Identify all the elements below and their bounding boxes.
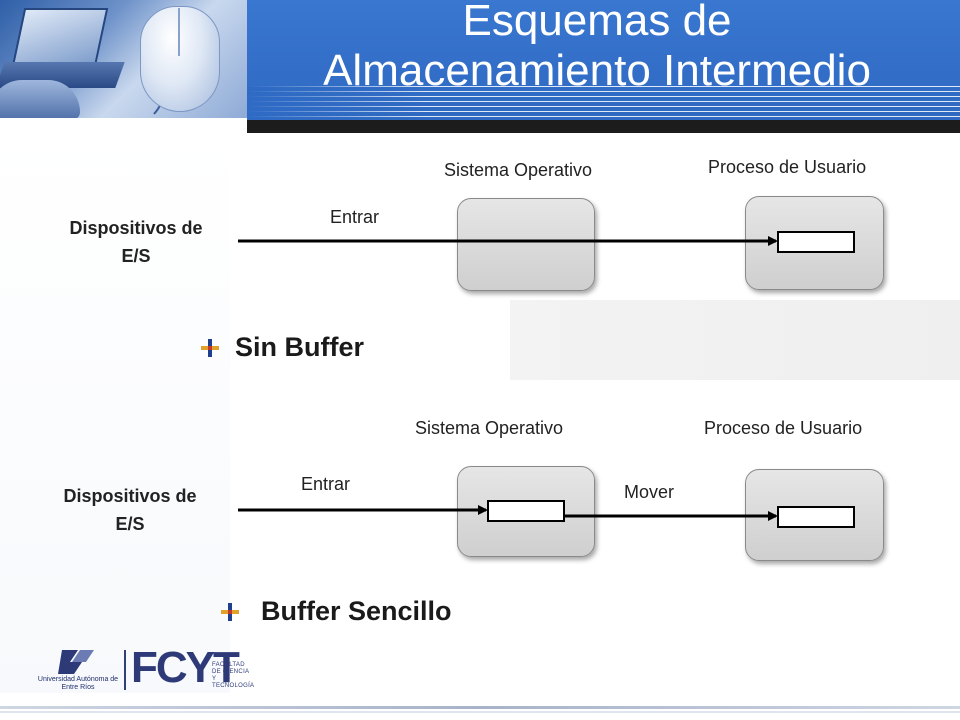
user-label-top: Proceso de Usuario: [708, 157, 867, 177]
hand-shape: [0, 80, 80, 118]
so-label-top: Sistema Operativo: [444, 160, 593, 180]
user-buffer-slot-bottom: [777, 506, 855, 528]
user-label-bottom: Proceso de Usuario: [704, 418, 863, 438]
user-buffer-slot-top: [777, 231, 855, 253]
title-stripes-fade: [247, 86, 427, 126]
mouse-icon: [140, 6, 220, 112]
page-title: Esquemas de Almacenamiento Intermedio: [247, 0, 947, 96]
logo-divider: [124, 650, 126, 690]
device-label-bottom: Dispositivos de E/S: [34, 482, 226, 538]
slide-header: Esquemas de Almacenamiento Intermedio: [0, 0, 960, 133]
fcyt-logo: FCYT: [131, 643, 240, 692]
uader-text: Universidad Autónoma de Entre Ríos: [37, 676, 119, 691]
device-label-bottom-line1: Dispositivos de: [63, 486, 197, 506]
laptop-icon: [11, 8, 109, 67]
title-line-1: Esquemas de: [462, 0, 732, 45]
caption-sin-buffer: Sin Buffer: [235, 332, 365, 362]
footer-line-secondary: [0, 711, 960, 713]
fcyt-subtitle: FACULTAD DE CIENCIA Y TECNOLOGÍA: [212, 662, 255, 689]
device-label-top-line2: E/S: [121, 246, 151, 266]
footer-line: [0, 706, 960, 709]
so-buffer-slot-bottom: [487, 500, 565, 522]
device-label-top: Dispositivos de E/S: [40, 214, 232, 270]
device-label-bottom-line2: E/S: [115, 514, 145, 534]
background-left: [0, 133, 230, 693]
arrow-label-mover: Mover: [624, 482, 675, 502]
background-panel: [510, 300, 960, 380]
device-label-top-line1: Dispositivos de: [69, 218, 203, 238]
title-line-2: Almacenamiento Intermedio: [323, 46, 871, 95]
title-underline: [247, 120, 960, 133]
caption-buffer-sencillo: Buffer Sencillo: [261, 596, 452, 626]
so-label-bottom: Sistema Operativo: [415, 418, 564, 438]
arrow-label-entrar-bottom: Entrar: [301, 474, 351, 494]
arrow-label-entrar-top: Entrar: [330, 207, 380, 227]
bullet-icon-top: [200, 338, 220, 358]
uader-logo-icon: [58, 650, 94, 674]
bullet-icon-bottom: [220, 602, 240, 622]
laptop-mouse-photo: [0, 0, 247, 118]
so-box-top: [457, 198, 595, 291]
mouse-seam: [178, 8, 180, 56]
